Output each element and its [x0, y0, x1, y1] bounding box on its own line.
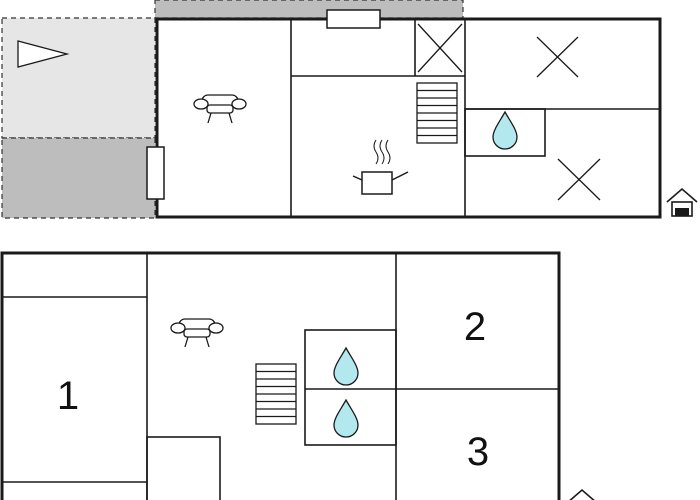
staircase-icon [255, 363, 297, 425]
water-drop-icon [333, 347, 359, 386]
cross-mark-icon [536, 36, 579, 78]
bathroom-box [464, 108, 546, 157]
house-entrance-icon [566, 489, 598, 500]
room-label-1: 1 [57, 374, 79, 418]
window-left [146, 146, 165, 200]
upper-outer-wall [155, 17, 662, 219]
sofa-icon [193, 94, 247, 124]
cooking-pot-icon [352, 139, 409, 195]
bathroom-box-lower [304, 329, 397, 446]
house-entrance-icon [666, 188, 698, 217]
lower-floor-plan: 1 2 3 [0, 251, 598, 500]
water-drop-icon [492, 111, 518, 150]
window-top [326, 9, 381, 29]
water-drop-icon [333, 399, 359, 438]
staircase-icon [416, 82, 458, 144]
sofa-icon [170, 318, 224, 348]
upper-floor-plan [1, 0, 698, 219]
cross-mark-icon [557, 158, 601, 201]
room-label-2: 2 [464, 305, 486, 349]
lower-outer-wall [0, 251, 561, 500]
terrace-light [1, 17, 156, 139]
balcony-top [154, 0, 464, 19]
triangle-pointer-icon [17, 40, 70, 68]
small-room [146, 436, 221, 500]
terrace-dark [1, 137, 156, 219]
room-label-3: 3 [467, 430, 489, 474]
